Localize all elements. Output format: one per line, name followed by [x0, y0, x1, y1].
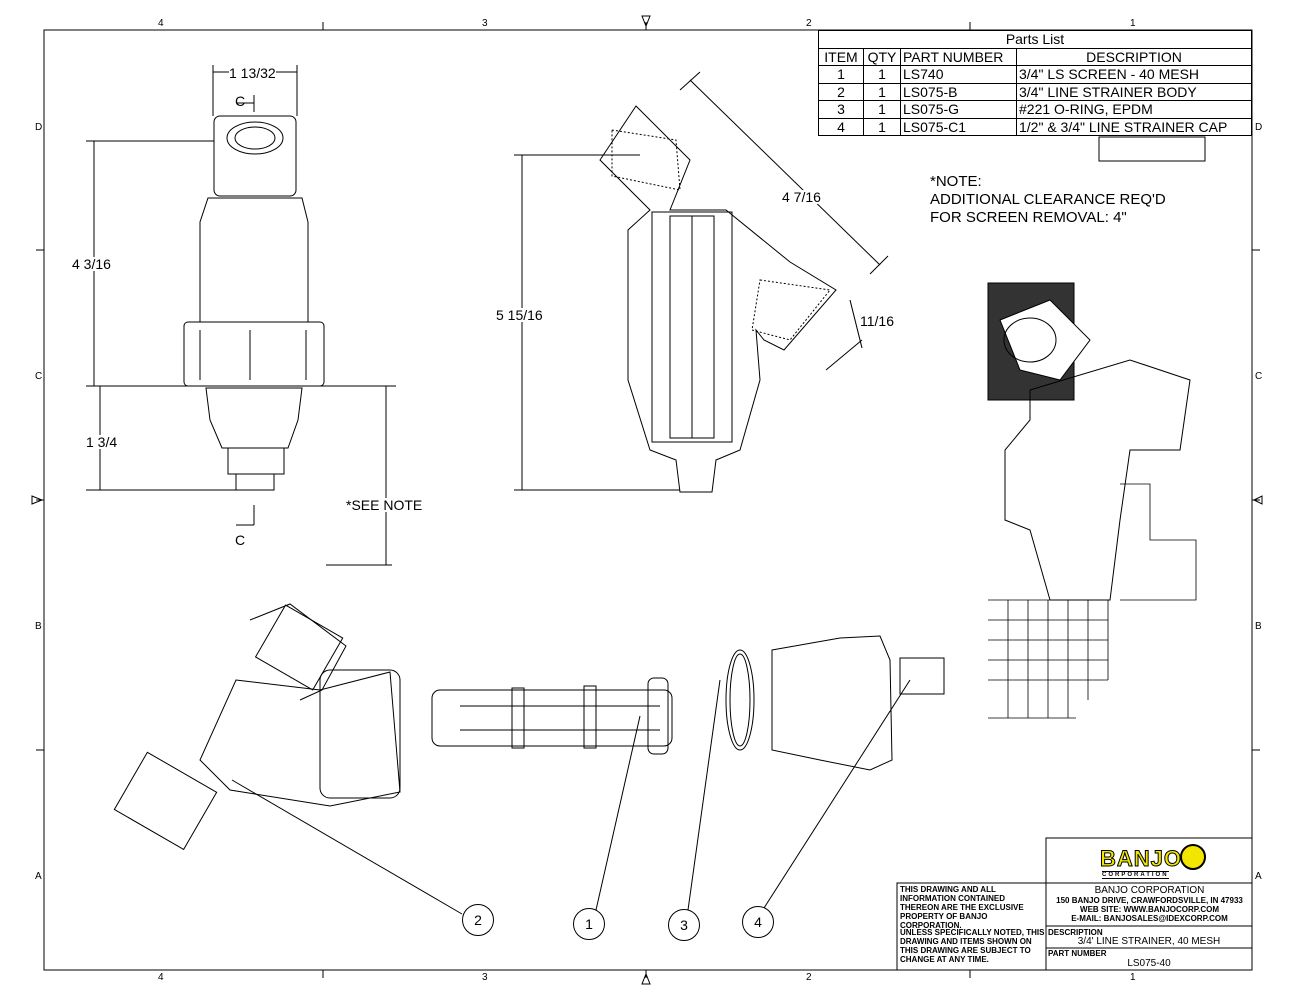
- dim-section-height: 5 15/16: [496, 307, 543, 323]
- front-view: [86, 65, 396, 566]
- zone-col-3-top: 3: [482, 18, 488, 29]
- dim-port-offset: 11/16: [860, 313, 894, 329]
- zone-col-2-top: 2: [806, 18, 812, 29]
- description-cell: #221 O-RING, EPDM: [1016, 100, 1252, 119]
- note-line-2: ADDITIONAL CLEARANCE REQ'D: [930, 191, 1166, 208]
- zone-col-4-top: 4: [158, 18, 164, 29]
- drawing-border: [43, 29, 1253, 971]
- logo-circle-icon: [1180, 844, 1206, 870]
- qty-cell: 1: [863, 82, 901, 101]
- logo-subtext: CORPORATION: [1102, 871, 1169, 879]
- balloon-item-1: 1: [573, 908, 605, 940]
- zone-col-2-bottom: 2: [806, 972, 812, 983]
- qty-cell: 1: [863, 100, 901, 119]
- dim-see-note: *SEE NOTE: [346, 497, 423, 513]
- exploded-view: [113, 603, 945, 915]
- description-cell: 1/2" & 3/4" LINE STRAINER CAP: [1016, 117, 1252, 136]
- description-cell: 3/4" LS SCREEN - 40 MESH: [1016, 65, 1252, 84]
- clearance-note: *NOTE: ADDITIONAL CLEARANCE REQ'D FOR SC…: [930, 173, 1166, 227]
- parts-list-title: Parts List: [818, 30, 1252, 49]
- parts-list-table: Parts List ITEM QTY PART NUMBER DESCRIPT…: [818, 30, 1252, 136]
- company-info: BANJO CORPORATION 150 BANJO DRIVE, CRAWF…: [1047, 885, 1252, 923]
- balloon-item-2: 2: [462, 904, 494, 936]
- note-line-1: *NOTE:: [930, 173, 982, 190]
- banjo-logo: BANJO CORPORATION: [1099, 842, 1206, 880]
- zone-ticks: [31, 15, 1263, 985]
- logo-wordmark: BANJO: [1099, 846, 1183, 872]
- item-cell: 4: [818, 117, 864, 136]
- disclaimer-property: THIS DRAWING AND ALL INFORMATION CONTAIN…: [900, 885, 1024, 930]
- dim-height-lower: 1 3/4: [86, 434, 118, 450]
- zone-col-4-bottom: 4: [158, 972, 164, 983]
- zone-row-d-left: D: [35, 122, 43, 133]
- disclaimer-change: UNLESS SPECIFICALLY NOTED, THIS DRAWING …: [900, 928, 1045, 964]
- qty-cell: 1: [863, 117, 901, 136]
- part-number-label: PART NUMBER: [1048, 949, 1107, 958]
- note-line-3: FOR SCREEN REMOVAL: 4": [930, 209, 1127, 226]
- zone-row-d-right: D: [1255, 122, 1263, 133]
- qty-cell: 1: [863, 65, 901, 84]
- header-qty: QTY: [863, 47, 901, 66]
- dim-height-upper: 4 3/16: [72, 256, 111, 272]
- part-number-value: LS075-40: [1127, 958, 1171, 969]
- section-label-top: C: [235, 93, 246, 109]
- isometric-view: [987, 282, 1197, 719]
- part-number-cell: LS075-C1: [900, 117, 1017, 136]
- parts-list-header: ITEM QTY PART NUMBER DESCRIPTION: [818, 47, 1252, 66]
- title-block-frame: [896, 136, 1253, 971]
- zone-col-1-bottom: 1: [1130, 972, 1136, 983]
- part-number-cell: LS075-G: [900, 100, 1017, 119]
- dim-diagonal-length: 4 7/16: [782, 189, 821, 205]
- company-address: 150 BANJO DRIVE, CRAWFORDSVILLE, IN 4793…: [1056, 896, 1243, 905]
- zone-row-c-right: C: [1255, 371, 1263, 382]
- header-part-number: PART NUMBER: [900, 47, 1017, 66]
- section-label-bottom: C: [235, 532, 246, 548]
- item-cell: 2: [818, 82, 864, 101]
- zone-row-c-left: C: [35, 371, 43, 382]
- company-name: BANJO CORPORATION: [1094, 885, 1205, 896]
- zone-col-1-top: 1: [1130, 18, 1136, 29]
- section-view: [514, 71, 889, 493]
- zone-row-b-left: B: [35, 621, 42, 632]
- zone-row-b-right: B: [1255, 621, 1262, 632]
- company-website: WEB SITE: WWW.BANJOCORP.COM: [1080, 905, 1219, 914]
- zone-col-3-bottom: 3: [482, 972, 488, 983]
- description-value: 3/4' LINE STRAINER, 40 MESH: [1077, 936, 1221, 947]
- zone-row-a-left: A: [35, 871, 42, 882]
- header-description: DESCRIPTION: [1016, 47, 1252, 66]
- header-item: ITEM: [818, 47, 864, 66]
- item-cell: 3: [818, 100, 864, 119]
- description-label: DESCRIPTION: [1048, 928, 1103, 937]
- balloon-item-3: 3: [668, 909, 700, 941]
- part-number-cell: LS740: [900, 65, 1017, 84]
- company-email: E-MAIL: BANJOSALES@IDEXCORP.COM: [1071, 914, 1228, 923]
- description-cell: 3/4" LINE STRAINER BODY: [1016, 82, 1252, 101]
- item-cell: 1: [818, 65, 864, 84]
- balloon-item-4: 4: [742, 906, 774, 938]
- part-number-cell: LS075-B: [900, 82, 1017, 101]
- zone-row-a-right: A: [1255, 871, 1262, 882]
- dim-width-top: 1 13/32: [229, 65, 276, 81]
